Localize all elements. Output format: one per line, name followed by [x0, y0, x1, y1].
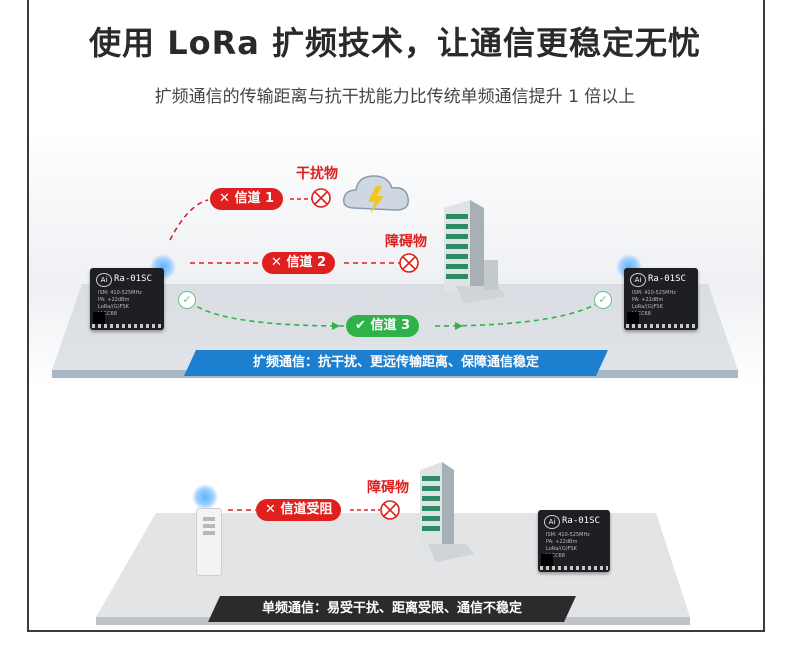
check-icon: ✓ — [594, 291, 612, 309]
scene2-signal-path — [228, 500, 400, 520]
interference-label: 干扰物 — [296, 166, 338, 182]
content-frame — [27, 0, 765, 632]
obstacle-label: 障碍物 — [385, 234, 427, 250]
lora-module-left: Ai Ra-01SC ISM: 410-525MHz PA: +22dBm Lo… — [90, 268, 164, 330]
remote-device-icon — [196, 508, 222, 576]
module-name: Ra-01SC — [562, 516, 600, 526]
ai-logo-icon: Ai — [96, 273, 112, 287]
storm-cloud-icon — [342, 175, 409, 214]
ai-logo-icon: Ai — [630, 273, 646, 287]
cross-icon: ✕ — [271, 255, 282, 270]
module-name: Ra-01SC — [114, 274, 152, 284]
lora-module-right: Ai Ra-01SC ISM: 410-525MHz PA: +22dBm Lo… — [624, 268, 698, 330]
scene1-banner: 扩频通信：抗干扰、更远传输距离、保障通信稳定 — [184, 350, 608, 376]
obstacle-label: 障碍物 — [367, 480, 409, 496]
ai-logo-icon: Ai — [544, 515, 560, 529]
cross-icon: ✕ — [265, 502, 276, 517]
wifi-glow-icon — [192, 484, 218, 510]
cross-icon: ✕ — [219, 191, 230, 206]
channel-1-pill: ✕ 信道 1 — [210, 188, 284, 210]
scene1-signal-paths — [169, 188, 601, 330]
module-spec: ISM: 410-525MHz PA: +22dBm LoRa/(G)FSK L… — [632, 290, 676, 317]
channel-3-pill: ✔ 信道 3 — [346, 315, 420, 337]
building-icon — [444, 200, 506, 304]
channel-blocked-pill: ✕ 信道受阻 — [256, 499, 342, 521]
module-name: Ra-01SC — [648, 274, 686, 284]
channel-2-pill: ✕ 信道 2 — [262, 252, 336, 274]
page-subtitle: 扩频通信的传输距离与抗干扰能力比传统单频通信提升 1 倍以上 — [154, 87, 636, 107]
lora-module-scene2: Ai Ra-01SC ISM: 410-525MHz PA: +22dBm Lo… — [538, 510, 610, 572]
building-icon — [420, 462, 474, 562]
page-title: 使用 LoRa 扩频技术，让通信更稳定无忧 — [89, 24, 701, 62]
check-icon: ✔ — [355, 318, 366, 333]
module-spec: ISM: 410-525MHz PA: +22dBm LoRa/(G)FSK L… — [546, 532, 590, 559]
scene2-banner: 单频通信：易受干扰、距离受限、通信不稳定 — [208, 596, 576, 622]
check-icon: ✓ — [178, 291, 196, 309]
module-spec: ISM: 410-525MHz PA: +22dBm LoRa/(G)FSK L… — [98, 290, 142, 317]
